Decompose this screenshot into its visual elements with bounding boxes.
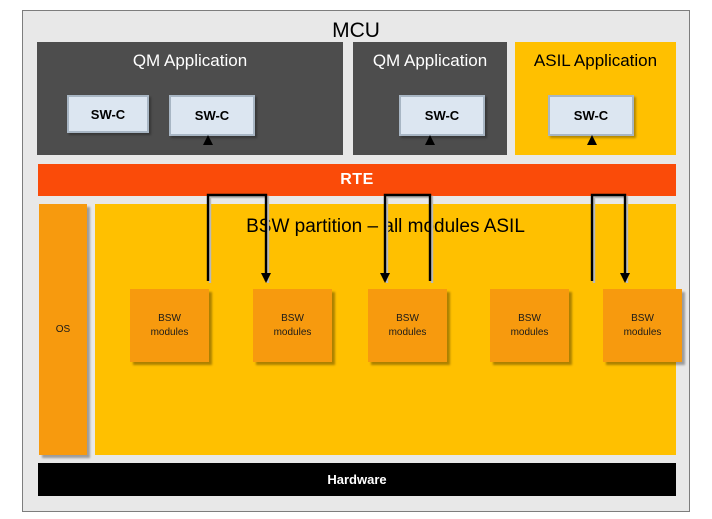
bsw-module-box: BSW modules (490, 289, 569, 362)
bsw-partition-title: BSW partition – all modules ASIL (246, 216, 525, 237)
bsw-module-box: BSW modules (253, 289, 332, 362)
rte-layer: RTE (38, 164, 676, 196)
bsw-module-box: BSW modules (603, 289, 682, 362)
swc-box: SW-C (169, 95, 255, 136)
bsw-module-box: BSW modules (368, 289, 447, 362)
bsw-module-line2: modules (623, 326, 662, 338)
application-title: ASIL Application (533, 51, 658, 70)
bsw-partition: BSW partition – all modules ASIL BSW modu… (95, 204, 682, 455)
rte-label: RTE (340, 171, 374, 188)
swc-box: SW-C (67, 95, 149, 133)
application-title: QM Application (132, 51, 248, 70)
os-label: OS (55, 324, 71, 335)
os-block: OS (39, 204, 87, 455)
hardware-layer: Hardware (38, 463, 676, 496)
hardware-label: Hardware (327, 472, 387, 487)
bsw-module-line1: BSW (281, 313, 304, 324)
bsw-module-box: BSW modules (130, 289, 209, 362)
bsw-module-line1: BSW (158, 313, 181, 324)
bsw-module-line2: modules (510, 326, 549, 338)
bsw-module-line2: modules (273, 326, 312, 338)
mcu-title: MCU (332, 19, 380, 42)
bsw-module-line1: BSW (631, 313, 654, 324)
application-title: QM Application (372, 51, 488, 70)
swc-box: SW-C (399, 95, 485, 136)
bsw-module-line1: BSW (396, 313, 419, 324)
bsw-module-line2: modules (388, 326, 427, 338)
bsw-module-line1: BSW (518, 313, 541, 324)
bsw-module-line2: modules (150, 326, 189, 338)
swc-box: SW-C (548, 95, 634, 136)
